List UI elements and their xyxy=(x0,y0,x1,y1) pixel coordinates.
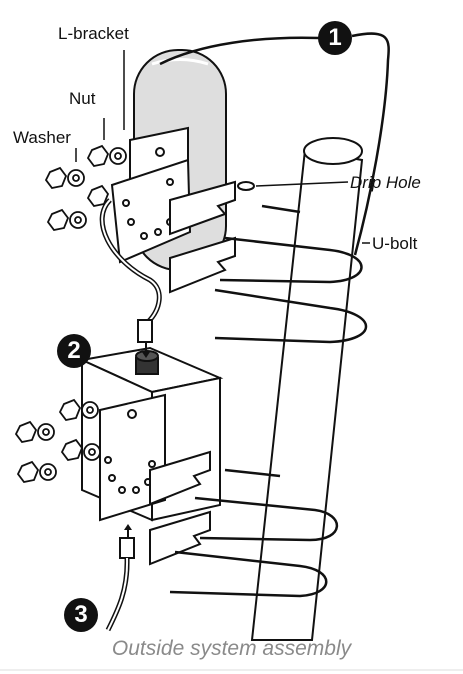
bottom-clamps xyxy=(149,450,211,566)
label-l-bracket: L-bracket xyxy=(58,24,129,43)
step-badge-3: 3 xyxy=(64,598,98,632)
step-1-leader xyxy=(159,32,390,256)
bottom-u-bolts xyxy=(169,468,339,598)
coax-cable-bottom xyxy=(105,557,130,632)
coax-connector-top xyxy=(137,319,153,343)
label-washer: Washer xyxy=(13,128,71,147)
step-badge-1: 1 xyxy=(318,21,352,55)
mounting-pole xyxy=(250,137,364,641)
step-badge-2: 2 xyxy=(57,334,91,368)
figure-caption: Outside system assembly xyxy=(111,637,352,660)
drip-hole-leader xyxy=(255,181,349,187)
top-hardware xyxy=(44,144,127,231)
label-u-bolt: U-bolt xyxy=(372,234,418,253)
label-drip-hole: Drip Hole xyxy=(350,173,421,192)
coax-connector-bottom xyxy=(119,537,135,559)
label-nut: Nut xyxy=(69,89,96,108)
drip-hole xyxy=(237,181,255,191)
bottom-hardware xyxy=(14,398,101,483)
top-u-bolts xyxy=(214,204,368,344)
